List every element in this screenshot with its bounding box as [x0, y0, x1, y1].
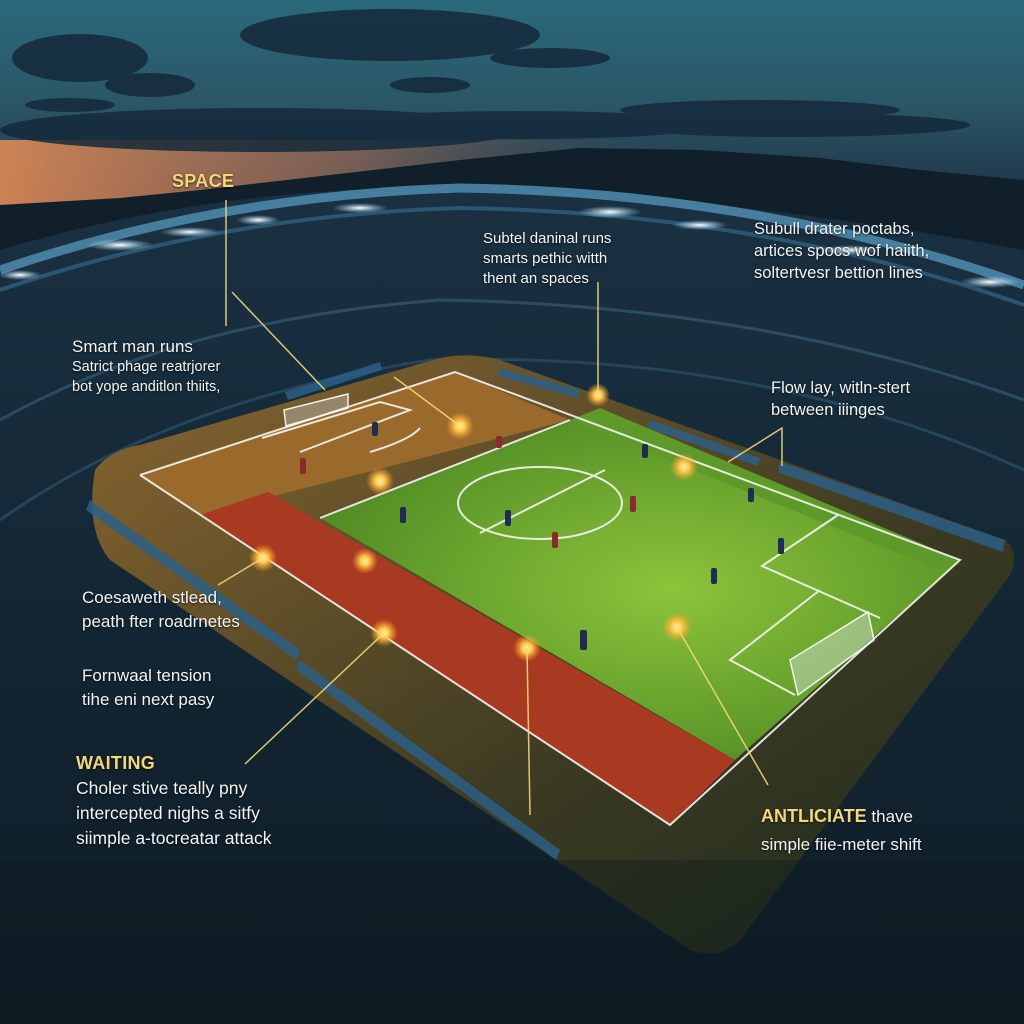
annotation-line: Subtel daninal runs	[483, 230, 612, 247]
annotation-line: peath fter roadrnetes	[82, 612, 240, 631]
annotation-line: between iiinges	[771, 401, 885, 419]
annotation-line: thent an spaces	[483, 270, 589, 287]
annotation-line: bot yope anditlon thiits,	[72, 379, 221, 395]
annotation-line: soltertvesr bettion lines	[754, 264, 923, 282]
annotation-line: tihe eni next pasy	[82, 690, 215, 709]
annotation-line: Flow lay, witln-stert	[771, 379, 911, 397]
annotation-line: artices spocs wof haiith,	[754, 242, 930, 260]
anticipate-heading-suffix: thave	[871, 807, 913, 826]
annotation-line: simple fiie-meter shift	[761, 835, 922, 854]
annotation-line: Coesaweth stlead,	[82, 588, 222, 607]
annotation-line: Satrict phage reatrjorer	[72, 359, 221, 375]
waiting-heading: WAITING	[76, 753, 156, 773]
annotation-line: Subull drater poctabs,	[754, 220, 915, 238]
annotation-left-lower: Fornwaal tension tihe eni next pasy	[82, 664, 214, 712]
annotation-right-middle: Flow lay, witln-stert between iiinges	[771, 377, 910, 421]
annotation-left-upper: Smart man runs Satrict phage reatrjorer …	[72, 337, 220, 397]
annotation-line: Choler stive teally pny	[76, 778, 248, 798]
annotation-space: SPACE	[172, 170, 234, 192]
annotation-left-middle: Coesaweth stlead, peath fter roadrnetes	[82, 586, 240, 634]
annotation-line: Fornwaal tension	[82, 666, 212, 685]
annotation-line: Smart man runs	[72, 337, 193, 356]
annotation-line: smarts pethic witth	[483, 250, 608, 267]
annotation-anticipate: ANTLICIATE thave simple fiie-meter shift	[761, 802, 922, 859]
space-heading: SPACE	[172, 171, 235, 191]
anticipate-heading: ANTLICIATE	[761, 806, 867, 826]
annotation-waiting: WAITING Choler stive teally pny intercep…	[76, 751, 272, 851]
annotation-center-top: Subtel daninal runs smarts pethic witth …	[483, 229, 611, 289]
annotation-top-right: Subull drater poctabs, artices spocs wof…	[754, 218, 929, 284]
annotation-line: siimple a-tocreatar attack	[76, 828, 272, 848]
annotation-line: intercepted nighs a sitfy	[76, 803, 260, 823]
